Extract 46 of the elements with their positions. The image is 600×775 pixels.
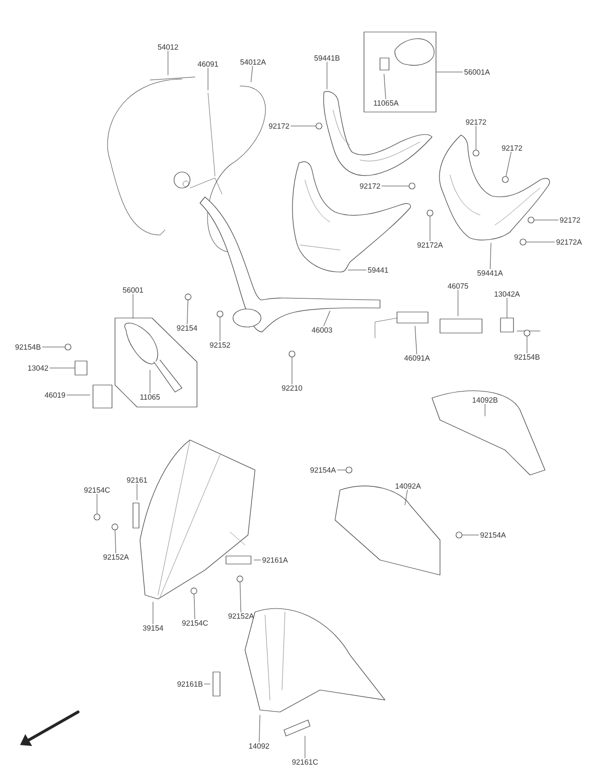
fastener [288,350,296,358]
leader-line [462,534,479,536]
leader-line [384,74,386,100]
fastener [94,514,100,520]
fastener [190,588,198,594]
leader-line [250,66,253,82]
leader-line [414,326,417,354]
leader-line [136,484,138,500]
fastener [216,310,224,318]
leader-line [326,62,328,90]
leader-line [490,242,492,270]
leader-line [506,298,508,318]
leader-line [484,404,486,416]
leader-line [96,494,98,514]
fastener [456,532,462,538]
leader-line [194,594,196,620]
collar [74,360,88,376]
leader-line [526,336,528,354]
fastener [346,466,352,474]
fastener [236,576,244,582]
fastener [502,176,509,183]
fastener [520,238,526,246]
leader-line [323,310,330,326]
part-group-frame [364,32,436,112]
fastener [472,150,480,156]
fastener [184,294,192,300]
fastener [316,122,322,130]
leader-line [66,394,90,396]
leader-line [42,346,65,348]
part-group-frame [114,318,198,408]
fastener [426,210,434,216]
leader-line [186,300,188,324]
fastener [408,182,416,190]
leader-line [506,152,512,177]
leader-line [114,530,116,554]
leader-line [404,490,408,506]
leader-line [240,582,242,612]
fastener [64,344,72,350]
fastener [112,524,118,530]
fastener [528,216,534,224]
collar [500,318,514,332]
leader-line [258,714,260,742]
leader-line [304,736,306,758]
leader-line [152,602,154,624]
fastener [524,330,530,336]
leader-line [132,294,134,318]
